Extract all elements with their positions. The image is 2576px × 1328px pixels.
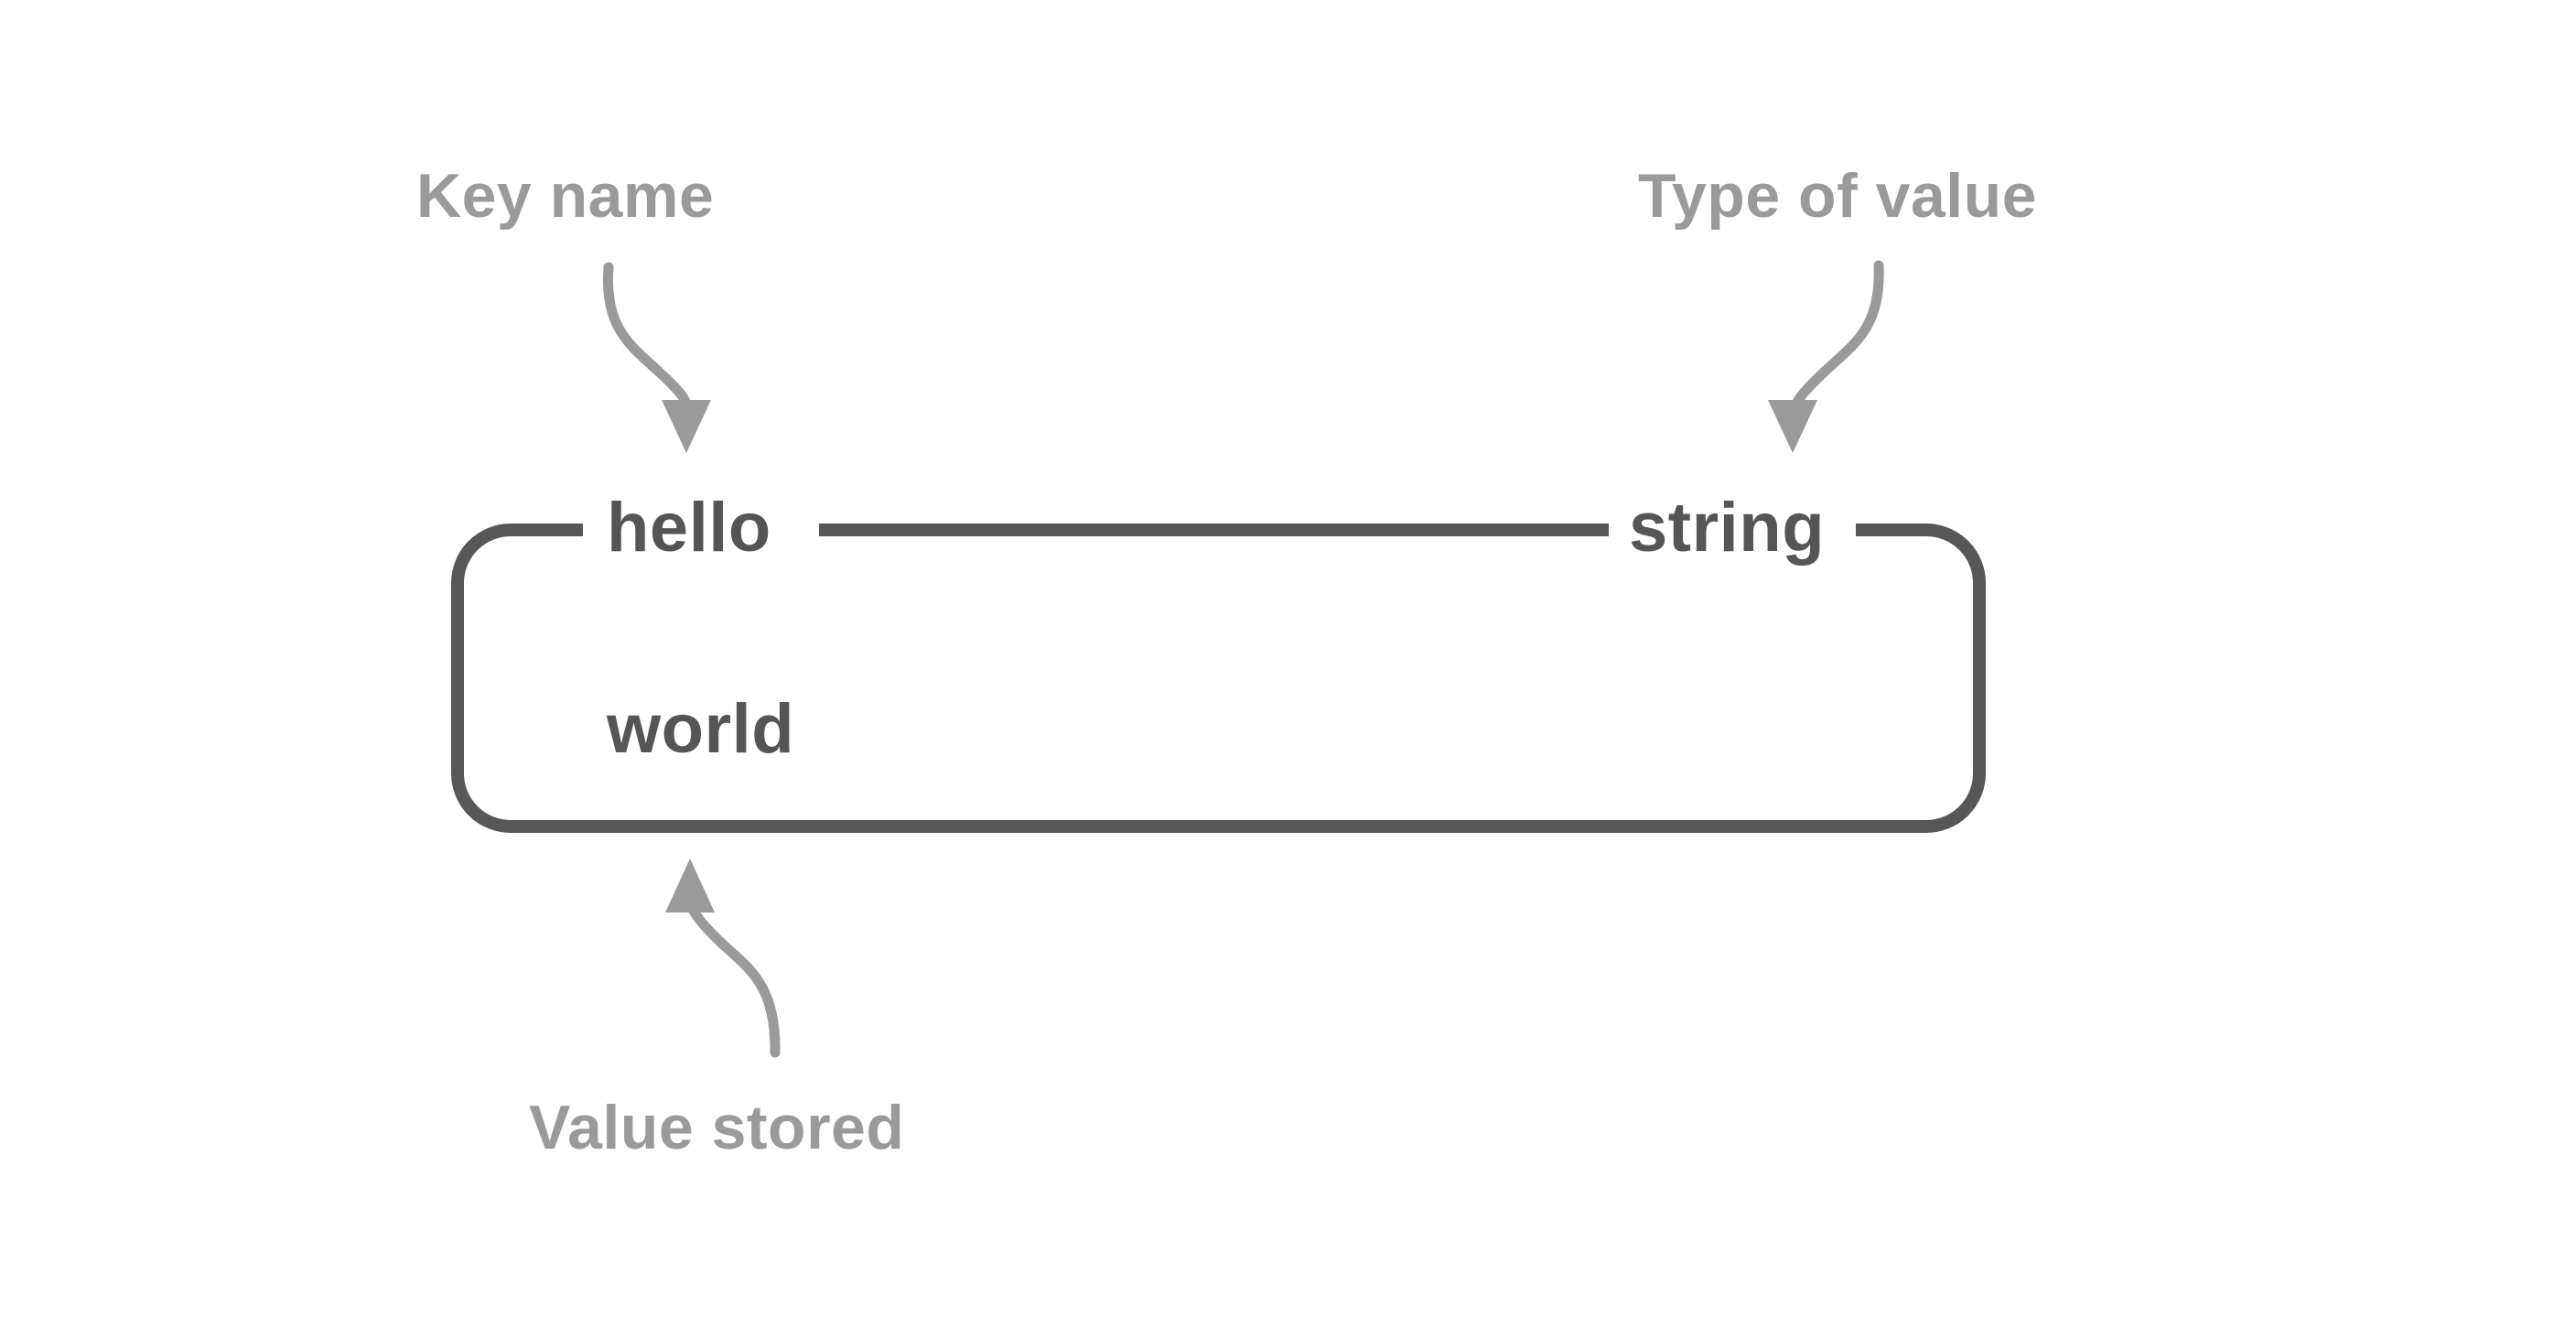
stored-value: world (606, 690, 794, 768)
type-of-value-arrow-curve (1787, 260, 1884, 425)
value-stored-arrow-curve (684, 887, 781, 1058)
type-of-value-arrow-head-icon (1768, 400, 1817, 453)
entry-box-outline (451, 524, 1986, 833)
value-stored-annotation-label: Value stored (529, 1093, 904, 1162)
entry-box (451, 524, 1986, 833)
key-name-value: hello (607, 489, 771, 567)
annotation-type-of-value: Type of value (1638, 161, 2037, 453)
key-name-arrow-head-icon (662, 400, 711, 453)
annotation-key-name: Key name (416, 161, 714, 453)
value-stored-arrow-head-icon (665, 858, 715, 912)
type-of-value-annotation-label: Type of value (1638, 161, 2037, 231)
annotation-value-stored: Value stored (529, 858, 904, 1162)
value-type-label: string (1629, 489, 1825, 567)
key-name-arrow-curve (602, 262, 693, 425)
key-name-annotation-label: Key name (416, 161, 714, 231)
